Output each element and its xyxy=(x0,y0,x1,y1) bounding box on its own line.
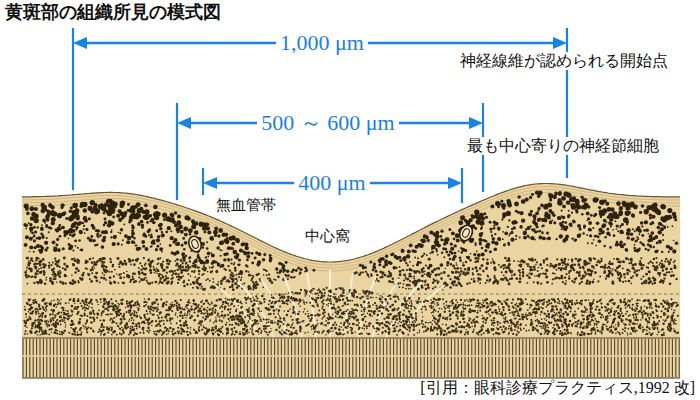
stage: 黄斑部の組織所見の模式図1,000 μm神経線維が認められる開始点500 ～ 6… xyxy=(0,0,700,400)
